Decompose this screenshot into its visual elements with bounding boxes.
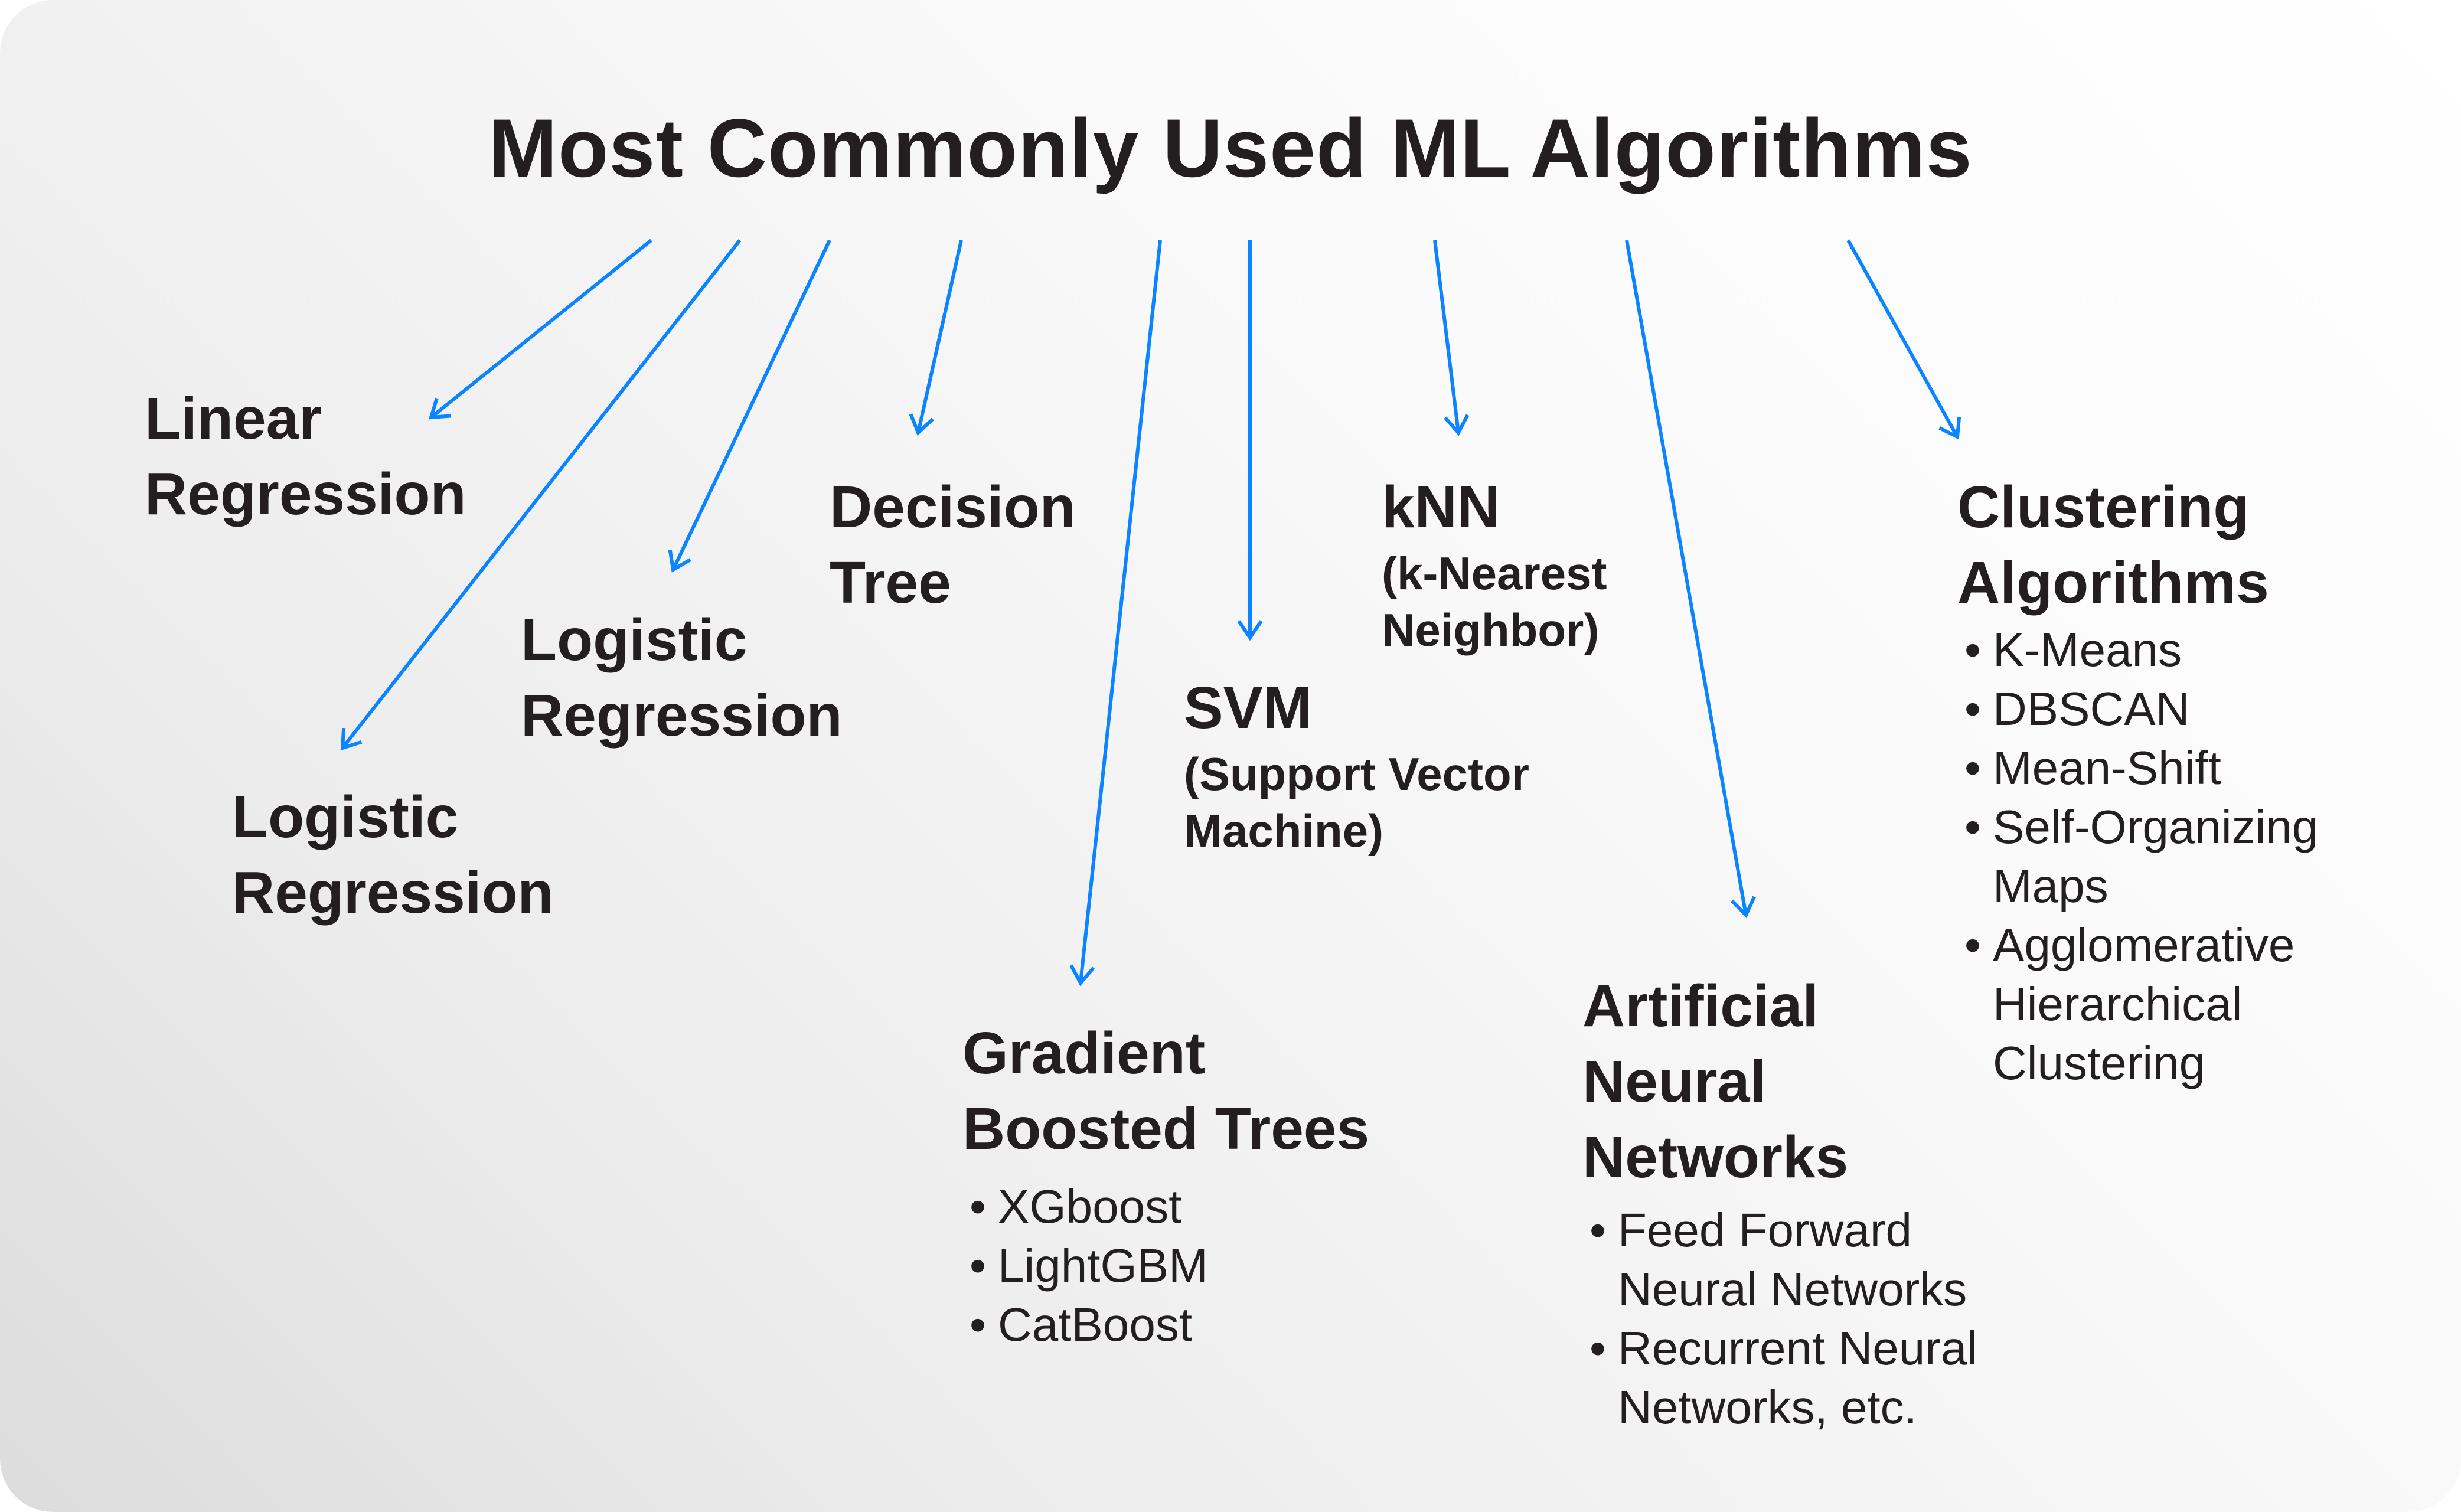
list-item: •Agglomerative Hierarchical Clustering [1964,919,2295,1089]
list-item: •CatBoost [970,1298,1193,1351]
list-item: •XGboost [970,1180,1182,1233]
arrow-to-clustering [1846,239,1961,440]
node-heading: Linear Regression [145,386,466,527]
list-item: •Mean-Shift [1964,742,2221,794]
node-heading: kNN [1382,474,1500,540]
node-heading: Clustering Algorithms [1957,474,2269,616]
arrowhead-icon [1069,964,1095,987]
list-item: •K-Means [1964,623,2182,676]
arrow-to-logistic-regression-1 [668,239,831,573]
node-linear-regression: Linear Regression [145,381,466,532]
arrow-to-ann [1625,240,1756,919]
node-heading: Logistic Regression [521,607,843,749]
list-item: •LightGBM [970,1239,1208,1292]
arrow-to-knn [1433,240,1470,436]
node-logistic-regression-2: Logistic Regression [232,779,554,930]
node-svm: SVM (Support Vector Machine) [1184,670,1529,859]
node-heading: Artificial Neural Networks [1582,973,1849,1190]
clustering-list: •K-Means •DBSCAN •Mean-Shift •Self-Organ… [1957,621,2382,1093]
arrow-to-svm [1237,240,1263,641]
node-artificial-neural-networks: Artificial Neural Networks •Feed Forward… [1582,968,2019,1437]
arrowhead-icon [428,397,452,420]
node-subtitle: (k-Nearest Neighbor) [1382,547,1607,656]
arrow-to-decision-tree [909,240,963,436]
arrowhead-icon [668,549,691,573]
arrowhead-icon [909,413,934,436]
node-heading: Gradient Boosted Trees [962,1020,1370,1162]
diagram-title: Most Commonly Used ML Algorithms [488,102,1973,194]
arrowhead-icon [1444,414,1470,436]
node-clustering-algorithms: Clustering Algorithms •K-Means •DBSCAN •… [1957,469,2382,1093]
list-item: •Recurrent Neural Networks, etc. [1589,1322,1978,1433]
arrow-to-linear-regression [428,239,652,420]
node-gradient-boosted-trees: Gradient Boosted Trees •XGboost •LightGB… [962,1015,1369,1354]
list-item: •Self-Organizing Maps [1964,801,2319,912]
node-heading: SVM [1184,675,1312,741]
node-knn: kNN (k-Nearest Neighbor) [1382,469,1607,658]
arrow-to-gradient-boosted-trees [1069,240,1162,987]
arrowhead-icon [1237,620,1263,641]
list-item: •DBSCAN [1964,682,2190,735]
list-item: •Feed Forward Neural Networks [1589,1204,1967,1315]
node-heading: Decision Tree [830,474,1076,616]
arrow-to-logistic-regression-2 [340,239,742,751]
node-heading: Logistic Regression [232,784,554,926]
node-decision-tree: Decision Tree [830,469,1076,621]
node-subtitle: (Support Vector Machine) [1184,748,1530,857]
arrowhead-icon [1731,896,1756,919]
gbt-list: •XGboost •LightGBM •CatBoost [962,1177,1369,1354]
node-logistic-regression-1: Logistic Regression [521,602,843,753]
arrowhead-icon [1938,416,1961,440]
arrowhead-icon [340,727,363,751]
ann-list: •Feed Forward Neural Networks •Recurrent… [1582,1201,2019,1437]
